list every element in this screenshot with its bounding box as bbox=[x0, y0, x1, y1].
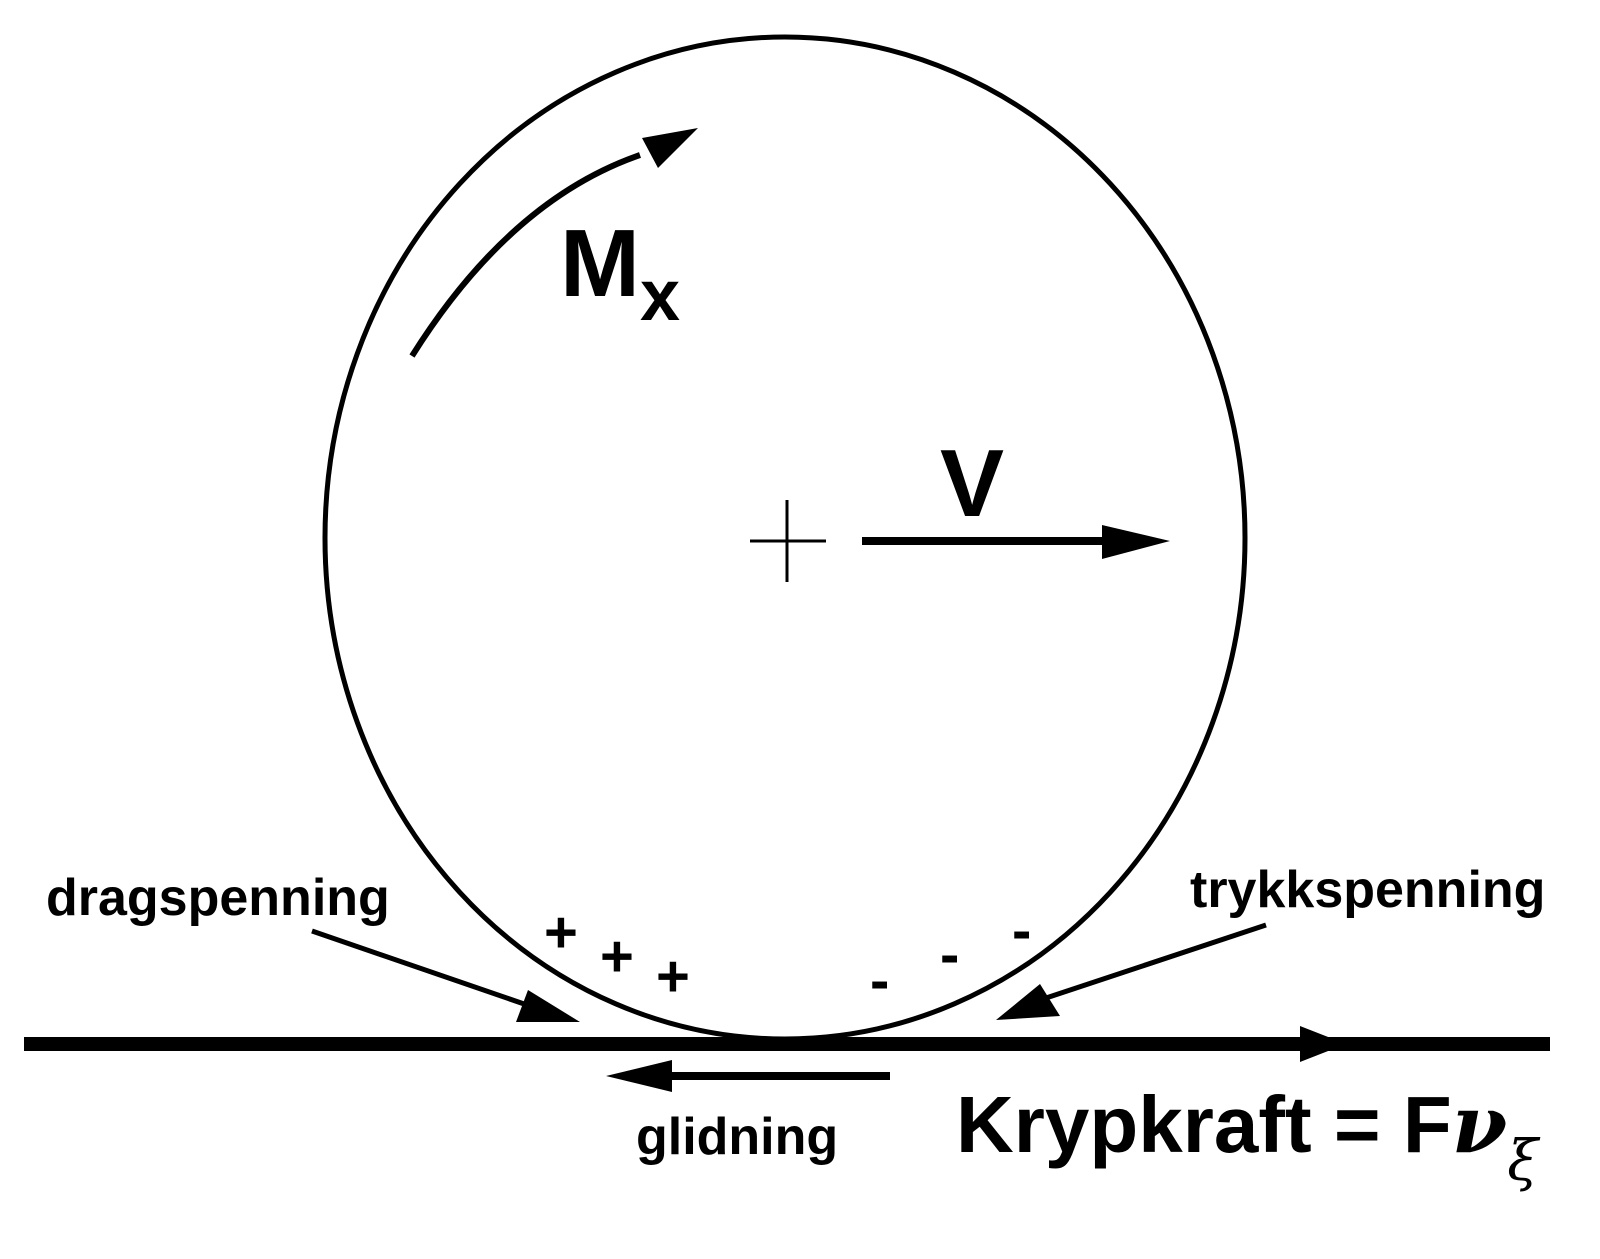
creep-force-text: Krypkraft = F bbox=[956, 1080, 1452, 1169]
creep-force-formula: Krypkraft = Fνξ bbox=[956, 1077, 1541, 1194]
velocity-label: V bbox=[940, 430, 1004, 537]
creep-force-nu: ν bbox=[1452, 1077, 1508, 1171]
moment-arrowhead bbox=[642, 128, 698, 168]
minus-sign: - bbox=[940, 922, 959, 987]
moment-label: Mx bbox=[560, 210, 680, 336]
minus-sign: - bbox=[1012, 898, 1031, 963]
moment-arc bbox=[409, 152, 641, 358]
creep-force-arrowhead bbox=[1300, 1026, 1346, 1062]
moment-symbol: M bbox=[560, 210, 640, 317]
velocity-arrowhead bbox=[1102, 525, 1170, 559]
creep-force-xi: ξ bbox=[1507, 1129, 1541, 1194]
slip-arrowhead bbox=[606, 1060, 672, 1092]
plus-sign: + bbox=[544, 900, 578, 965]
center-mark bbox=[750, 500, 826, 582]
tension-leader-line bbox=[311, 928, 531, 1009]
tension-leader-arrowhead bbox=[516, 990, 580, 1022]
moment-subscript: x bbox=[640, 256, 680, 336]
tension-label: dragspenning bbox=[46, 869, 390, 927]
slip-label: glidning bbox=[636, 1108, 838, 1166]
compression-leader-line bbox=[1039, 922, 1267, 1003]
compression-leader-arrowhead bbox=[996, 984, 1060, 1020]
minus-sign: - bbox=[870, 948, 889, 1013]
compression-label: trykkspenning bbox=[1190, 861, 1545, 919]
plus-sign: + bbox=[656, 944, 690, 1009]
plus-sign: + bbox=[600, 924, 634, 989]
